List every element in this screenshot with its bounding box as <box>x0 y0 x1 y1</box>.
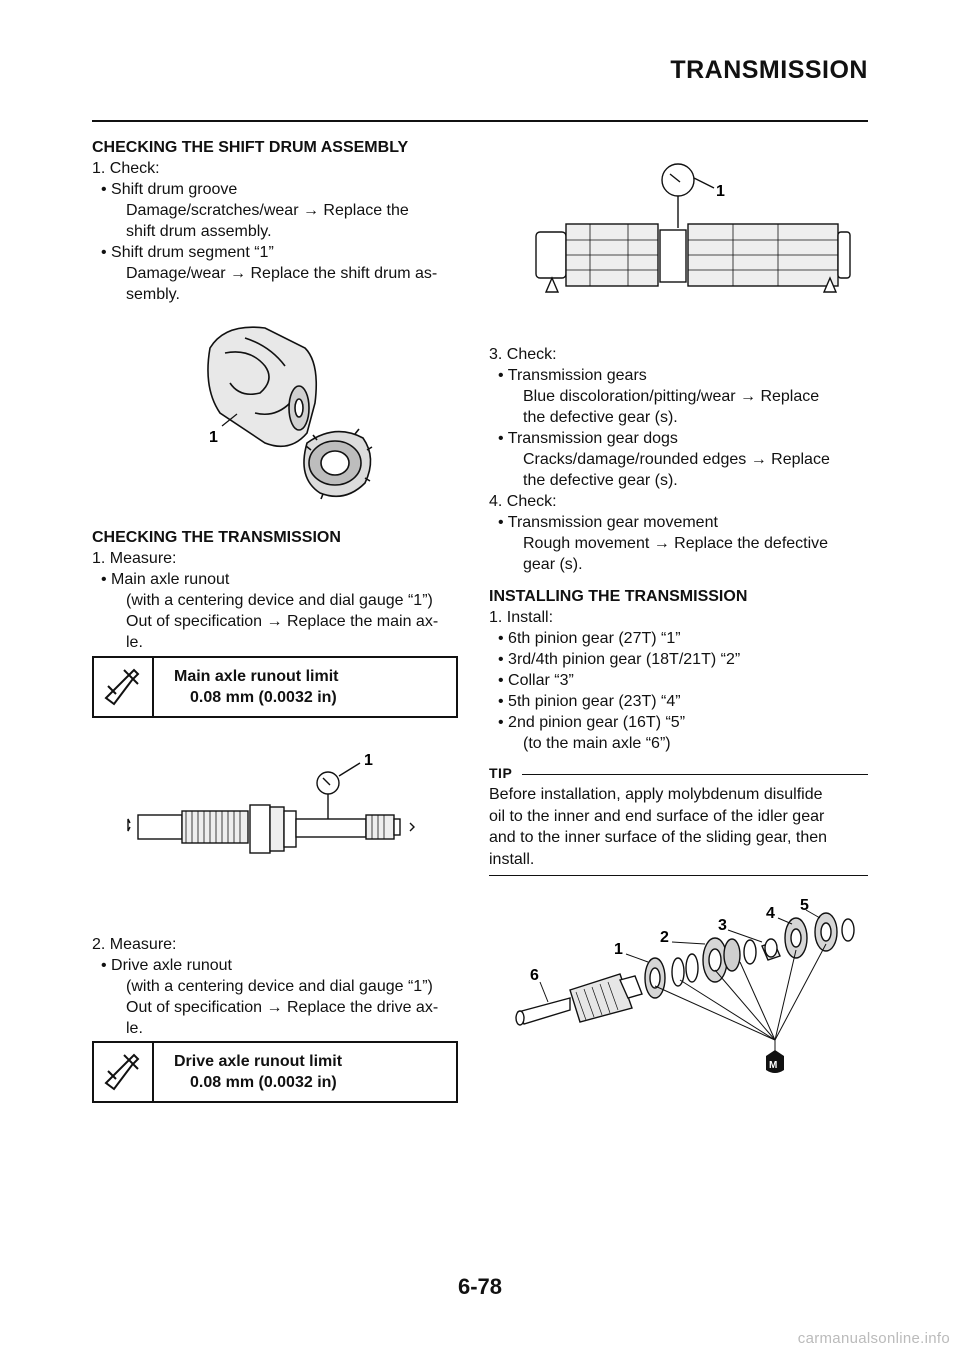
text-line: sembly. <box>126 286 180 303</box>
text-line: and to the inner surface of the sliding … <box>489 829 828 846</box>
bullet-drive-axle-runout: • Drive axle runout <box>101 957 232 974</box>
spec-value: 0.08 mm (0.0032 in) <box>190 689 337 706</box>
bullet-install-item: • 5th pinion gear (23T) “4” <box>498 693 681 710</box>
bullet-install-item: • 3rd/4th pinion gear (18T/21T) “2” <box>498 651 741 668</box>
bullet-main-axle-runout: • Main axle runout <box>101 571 230 588</box>
tip-label: TIP <box>489 765 513 781</box>
spec-title: Main axle runout limit <box>174 668 339 685</box>
caliper-icon <box>94 1043 154 1101</box>
main-axle-figure: 1 <box>127 752 415 854</box>
spec-box-main-axle: Main axle runout limit 0.08 mm (0.0032 i… <box>92 656 458 718</box>
step-1-measure: 1. Measure: <box>92 550 177 567</box>
caliper-icon <box>94 658 154 716</box>
bullet-shift-drum-segment: • Shift drum segment “1” <box>101 244 274 261</box>
text-line: Out of specification → Replace the main … <box>126 613 439 630</box>
tip-text: Before installation, apply molybdenum di… <box>489 784 868 870</box>
section-title-shift-drum: CHECKING THE SHIFT DRUM ASSEMBLY <box>92 139 409 156</box>
text-line: Out of specification → Replace the drive… <box>126 999 439 1016</box>
spec-value: 0.08 mm (0.0032 in) <box>190 1074 337 1091</box>
text-line: (to the main axle “6”) <box>523 735 671 752</box>
figure-callout: 2 <box>660 929 669 946</box>
spec-box-drive-axle: Drive axle runout limit 0.08 mm (0.0032 … <box>92 1041 458 1103</box>
text-line: oil to the inner and end surface of the … <box>489 807 825 825</box>
text-line: (with a centering device and dial gauge … <box>126 592 433 609</box>
text-line: Blue discoloration/pitting/wear → Replac… <box>523 388 820 405</box>
bullet-gear-movement: • Transmission gear movement <box>498 514 718 531</box>
text-line: le. <box>126 634 143 651</box>
left-column: CHECKING THE SHIFT DRUM ASSEMBLY 1. Chec… <box>92 137 460 305</box>
shift-drum-figure: 1 <box>207 326 373 500</box>
text-line: le. <box>126 1020 143 1037</box>
tip-end-rule <box>489 875 868 876</box>
text-line: Rough movement → Replace the defective <box>523 535 829 552</box>
figure-callout: 3 <box>718 917 727 934</box>
right-column: 3. Check: • Transmission gears Blue disc… <box>489 344 868 754</box>
text-line: Cracks/damage/rounded edges → Replace <box>523 451 830 468</box>
bullet-shift-drum-groove: • Shift drum groove <box>101 181 238 198</box>
figure-callout: 1 <box>209 429 218 446</box>
step-1-check: 1. Check: <box>92 160 160 177</box>
bullet-install-item: • Collar “3” <box>498 672 574 689</box>
figure-callout: 5 <box>800 897 809 914</box>
step-1-install: 1. Install: <box>489 609 554 626</box>
page-title: TRANSMISSION <box>670 56 868 84</box>
figure-callout: 6 <box>530 967 539 984</box>
transmission-check-block: CHECKING THE TRANSMISSION 1. Measure: • … <box>92 527 460 653</box>
figure-callout: 4 <box>766 905 775 922</box>
text-line: Damage/wear → Replace the shift drum as- <box>126 265 438 282</box>
step-4-check: 4. Check: <box>489 493 557 510</box>
oil-icon-letter: M <box>769 1060 777 1071</box>
section-title-transmission: CHECKING THE TRANSMISSION <box>92 529 341 546</box>
step-2-measure: 2. Measure: <box>92 936 177 953</box>
text-line: install. <box>489 850 535 868</box>
text-line: the defective gear (s). <box>523 472 678 489</box>
spec-title: Drive axle runout limit <box>174 1053 343 1070</box>
text-line: gear (s). <box>523 556 583 573</box>
text-line: (with a centering device and dial gauge … <box>126 978 433 995</box>
drive-axle-figure: 1 <box>535 163 851 293</box>
gear-assembly-figure: M 6 1 2 3 4 5 <box>515 897 855 1073</box>
text-line: shift drum assembly. <box>126 223 272 240</box>
page-number: 6-78 <box>457 1274 503 1299</box>
header-rule <box>92 120 868 122</box>
molybdenum-oil-icon: M <box>766 1050 784 1073</box>
section-title-installing: INSTALLING THE TRANSMISSION <box>489 588 748 605</box>
bullet-gear-dogs: • Transmission gear dogs <box>498 430 678 447</box>
text-line: the defective gear (s). <box>523 409 678 426</box>
tip-rule <box>522 774 868 775</box>
watermark: carmanualsonline.info <box>797 1330 950 1347</box>
step-3-check: 3. Check: <box>489 346 557 363</box>
bullet-transmission-gears: • Transmission gears <box>498 367 647 384</box>
drive-axle-block: 2. Measure: • Drive axle runout (with a … <box>92 934 460 1039</box>
text-line: Before installation, apply molybdenum di… <box>489 786 823 803</box>
bullet-install-item: • 2nd pinion gear (16T) “5” <box>498 714 686 731</box>
figure-callout: 1 <box>364 752 373 769</box>
text-line: Damage/scratches/wear → Replace the <box>126 202 409 219</box>
figure-callout: 1 <box>716 183 725 200</box>
figure-callout: 1 <box>614 941 623 958</box>
bullet-install-item: • 6th pinion gear (27T) “1” <box>498 630 681 647</box>
